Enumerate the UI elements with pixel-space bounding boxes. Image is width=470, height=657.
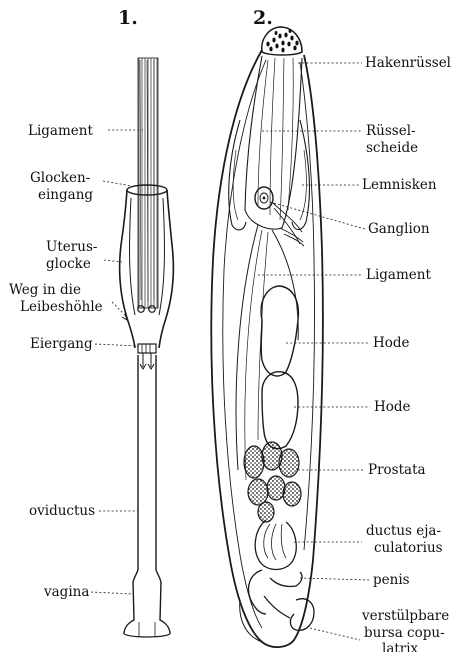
label-glocken-2: eingang	[38, 187, 93, 203]
figure-1: 1.	[9, 7, 173, 637]
oviductus-tube	[133, 355, 161, 582]
hode-lower	[262, 372, 298, 449]
ductus-ejaculatorius-structure	[255, 520, 296, 570]
figure-2: 2.	[211, 7, 451, 652]
label-bursa-1: verstülpbare	[361, 608, 449, 624]
label-uterus-2: glocke	[46, 256, 91, 272]
hode-upper	[261, 286, 298, 376]
leader-vagina	[91, 592, 133, 594]
label-prostata: Prostata	[368, 462, 426, 478]
penis-bursa-structure	[240, 570, 314, 642]
label-bursa-2: bursa copu-	[364, 625, 445, 641]
label-penis: penis	[373, 572, 410, 588]
label-ligament-fig2: Ligament	[366, 267, 431, 283]
label-eiergang: Eiergang	[30, 336, 93, 352]
body-outline	[211, 50, 323, 647]
vagina-structure	[124, 582, 170, 637]
hakenruessel-structure	[262, 27, 302, 55]
ligament-strand	[138, 58, 158, 308]
label-weg-2: Leibeshöhle	[20, 299, 103, 315]
label-bursa-3: latrix	[382, 641, 419, 652]
leader-eiergang	[95, 344, 138, 346]
label-ruessel-2: scheide	[366, 140, 418, 156]
label-glocken-1: Glocken-	[30, 170, 90, 186]
eiergang-structure	[138, 344, 156, 369]
figure-1-number: 1.	[118, 7, 138, 29]
figure-2-number: 2.	[253, 7, 273, 29]
label-ligament-fig1: Ligament	[28, 123, 93, 139]
label-hode-1: Hode	[373, 335, 410, 351]
label-ductus-2: culatorius	[374, 540, 443, 556]
label-lemnisken: Lemnisken	[362, 177, 437, 193]
ganglion-structure	[255, 187, 304, 246]
leader-glockeneingang	[103, 181, 132, 186]
label-hakenruessel: Hakenrüssel	[365, 55, 451, 71]
label-oviductus: oviductus	[29, 503, 95, 519]
label-hode-2: Hode	[374, 399, 411, 415]
label-ruessel-1: Rüssel-	[366, 123, 416, 139]
label-ganglion: Ganglion	[368, 221, 430, 237]
label-uterus-1: Uterus-	[46, 239, 97, 255]
label-vagina: vagina	[43, 584, 89, 600]
leader-ganglion	[270, 202, 365, 229]
label-weg-1: Weg in die	[9, 282, 81, 298]
leader-bursa	[310, 628, 360, 640]
label-ductus-1: ductus eja-	[366, 523, 441, 539]
prostata-structure	[244, 442, 301, 522]
